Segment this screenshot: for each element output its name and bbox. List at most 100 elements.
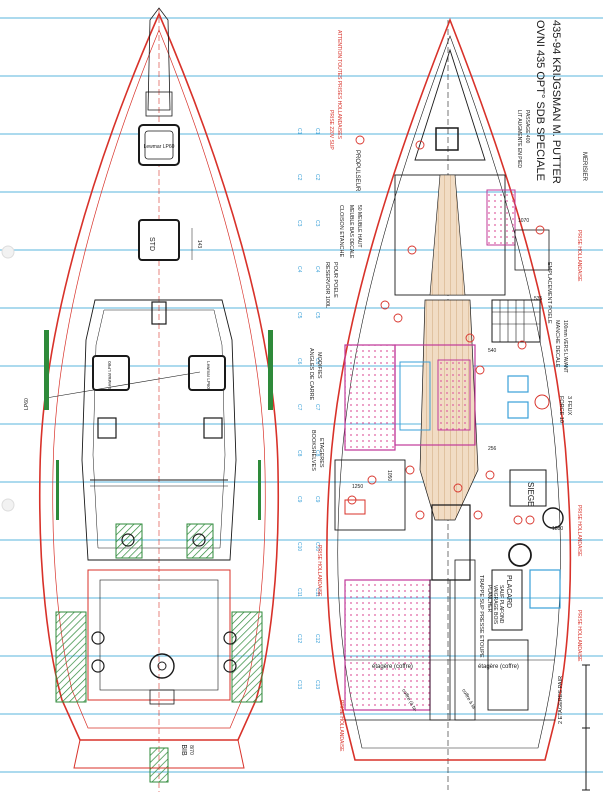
- helm-wheel: [149, 653, 175, 679]
- deck-hull-outline: [38, 11, 280, 741]
- svg-text:EMPLACEMENT POELE: EMPLACEMENT POELE: [546, 262, 552, 324]
- title-line3: MERISIER: [581, 152, 587, 182]
- station-label: C5: [314, 312, 320, 319]
- engine-box: [487, 639, 529, 711]
- socket-marker: [347, 495, 357, 505]
- interior-hull-outline: [326, 17, 572, 761]
- placard-box: [491, 569, 523, 631]
- socket-marker: [525, 515, 535, 525]
- station-label: C10: [314, 542, 320, 551]
- shower-drain: [508, 543, 532, 567]
- saloon-settee: [344, 344, 396, 451]
- svg-text:VAIGRAGE BOIS: VAIGRAGE BOIS: [492, 585, 498, 625]
- station-label: C2: [296, 174, 302, 181]
- lp60-callout: LP60: [24, 398, 30, 410]
- station-label: C9: [314, 496, 320, 503]
- svg-text:ANGLES DE CARRE: ANGLES DE CARRE: [308, 348, 314, 401]
- aft-cabin-berth: [344, 579, 431, 711]
- hatch-mid-right: [188, 355, 226, 391]
- svg-text:100mm VERS L'AVANT: 100mm VERS L'AVANT: [562, 320, 568, 373]
- svg-text:MANCHE DECALE: MANCHE DECALE: [554, 320, 560, 368]
- svg-text:SAUF PLAFOND: SAUF PLAFOND: [498, 585, 504, 624]
- title-line2: 435-94 KRIJGSMAN M. PUTTER: [550, 20, 562, 184]
- svg-text:8/70: 8/70: [188, 745, 194, 755]
- winch-pad-right: [186, 523, 214, 559]
- station-label: C8: [314, 450, 320, 457]
- hatch-std: [138, 219, 180, 261]
- station-label: C1: [314, 128, 320, 135]
- socket-marker: [407, 245, 417, 255]
- socket-marker: [415, 510, 425, 520]
- std-label: STD: [148, 237, 155, 251]
- station-label: C3: [314, 220, 320, 227]
- svg-text:PRISE HOLLANDAISE: PRISE HOLLANDAISE: [576, 230, 582, 282]
- socket-marker: [517, 340, 527, 350]
- svg-text:1880: 1880: [552, 526, 563, 532]
- station-label: C2: [314, 174, 320, 181]
- svg-text:1070: 1070: [518, 218, 529, 224]
- svg-text:PLANCHER: PLANCHER: [486, 585, 492, 613]
- svg-text:POUR POELE: POUR POELE: [332, 262, 338, 298]
- prise-top: PRISE 220V SUP: [328, 110, 334, 150]
- socket-marker: [535, 225, 545, 235]
- scale-bar: [582, 664, 590, 791]
- siege-label: SIEGE: [526, 482, 535, 506]
- station-grid: [0, 17, 603, 773]
- station-label: C6: [296, 358, 302, 365]
- svg-text:50 MEUBLE HAUT: 50 MEUBLE HAUT: [356, 205, 362, 248]
- svg-text:PRISE HOLLANDAISE: PRISE HOLLANDAISE: [576, 505, 582, 557]
- socket-marker: [513, 515, 523, 525]
- station-label: C6: [314, 358, 320, 365]
- svg-text:535: 535: [534, 296, 543, 302]
- hatch-forward: [138, 124, 180, 166]
- station-label: C4: [296, 266, 302, 273]
- attention-note: ATTENTION TOUTES PRISES HOLLANDAISES: [336, 30, 342, 140]
- station-label: C11: [296, 588, 302, 597]
- socket-marker: [405, 465, 415, 475]
- punch-hole-bottom: [1, 498, 15, 512]
- nav-station: [334, 459, 406, 531]
- svg-text:CLOISON ETANCHE: CLOISON ETANCHE: [338, 205, 344, 257]
- svg-text:256: 256: [488, 446, 497, 452]
- svg-text:FORCE 10: FORCE 10: [558, 396, 564, 423]
- socket-marker: [485, 470, 495, 480]
- svg-text:RESERVOIR 100L: RESERVOIR 100L: [324, 262, 330, 308]
- station-label: C11: [314, 588, 320, 597]
- toilet: [542, 507, 564, 529]
- genoa-track-left: [44, 330, 49, 410]
- station-label: C12: [296, 634, 302, 643]
- svg-text:3 FEUX: 3 FEUX: [566, 396, 572, 416]
- station-label: C13: [314, 680, 320, 689]
- svg-text:MODIFIES: MODIFIES: [316, 352, 322, 379]
- std-dim: 143: [196, 240, 202, 249]
- socket-marker: [475, 365, 485, 375]
- station-label: C12: [314, 634, 320, 643]
- bib-label: BIB: [180, 744, 187, 756]
- socket-marker: [415, 140, 425, 150]
- socket-marker: [355, 135, 365, 145]
- cockpit-seat-left: [55, 611, 87, 703]
- svg-text:TRAPPE SUP PRESSE ETOUPE: TRAPPE SUP PRESSE ETOUPE: [478, 575, 484, 658]
- station-label: C7: [314, 404, 320, 411]
- electrical-markers: [347, 135, 545, 525]
- svg-text:540: 540: [488, 348, 497, 354]
- svg-text:1050: 1050: [386, 470, 392, 481]
- placard-label: PLACARD: [505, 575, 512, 608]
- cockpit-seat-right: [231, 611, 263, 703]
- socket-marker: [473, 510, 483, 520]
- socket-marker: [367, 475, 377, 485]
- svg-text:étagère (coffre): étagère (coffre): [478, 664, 519, 670]
- station-label: C9: [296, 496, 302, 503]
- station-label: C5: [296, 312, 302, 319]
- swim-ladder: [149, 747, 169, 783]
- station-label: C3: [296, 220, 302, 227]
- svg-text:PRISE HOLLANDAISE: PRISE HOLLANDAISE: [316, 545, 322, 597]
- deck-plan: Lewmar LP60 STD 143 Lewmar LP60 Lewmar L…: [24, 7, 320, 792]
- punch-hole-top: [1, 245, 15, 259]
- svg-text:2 ETAGERES PAIR: 2 ETAGERES PAIR: [558, 676, 564, 724]
- svg-text:Lewmar LP60: Lewmar LP60: [107, 361, 112, 389]
- hatch-forward-label: Lewmar LP60: [144, 144, 175, 150]
